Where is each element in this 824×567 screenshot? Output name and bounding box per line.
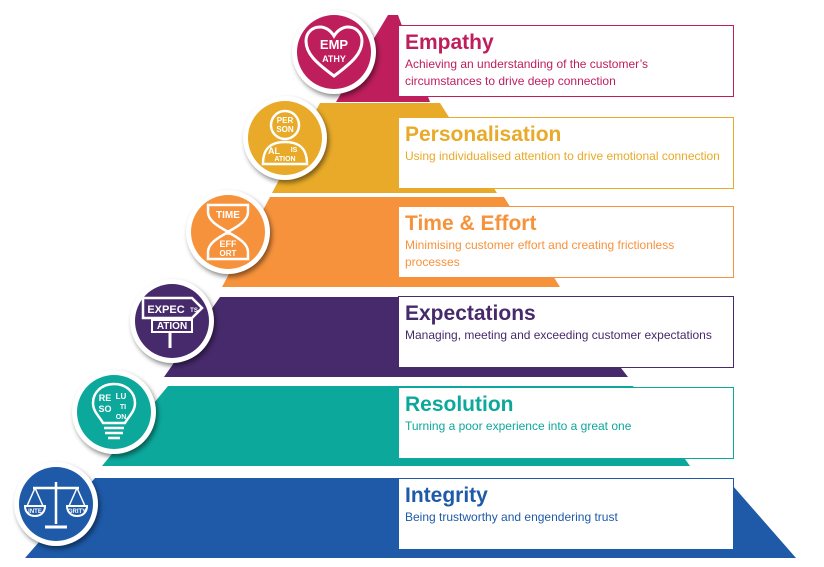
empathy-description: Achieving an understanding of the custom… <box>405 57 649 88</box>
hourglass-icon-text-2: & <box>225 230 230 237</box>
integrity-description: Being trustworthy and engendering trust <box>405 510 618 524</box>
personalisation-card: Personalisation Using individualised att… <box>398 117 734 189</box>
hourglass-icon: TIME & EFF ORT <box>206 203 250 261</box>
person-icon: PER SON AL IS ATION <box>261 109 309 166</box>
lightbulb-icon: RE SO LU TI ON <box>91 382 137 440</box>
integrity-card: Integrity Being trustworthy and engender… <box>398 478 734 550</box>
heart-icon-text-1: EMP <box>320 37 349 52</box>
time-effort-card: Time & Effort Minimising customer effort… <box>398 206 734 278</box>
signpost-icon: EXPEC TS ATION <box>141 296 204 348</box>
lightbulb-icon-text-5: ON <box>116 414 127 421</box>
empathy-card: Empathy Achieving an understanding of th… <box>398 25 734 97</box>
resolution-card: Resolution Turning a poor experience int… <box>398 387 734 459</box>
lightbulb-icon-text-4: TI <box>120 404 126 411</box>
resolution-title: Resolution <box>405 393 514 416</box>
empathy-title: Empathy <box>405 31 494 54</box>
person-icon-text-3: AL <box>268 146 280 156</box>
heart-icon-text-2: ATHY <box>322 54 346 64</box>
signpost-icon-text-2: TS <box>190 308 198 314</box>
empathy-badge: EMP ATHY <box>292 10 376 94</box>
integrity-badge: INTE GRITY <box>14 462 98 546</box>
hourglass-icon-text-1: TIME <box>216 210 240 221</box>
empathy-badge-inner: EMP ATHY <box>297 15 371 89</box>
lightbulb-icon-text-1: RE <box>99 393 112 403</box>
expectations-title: Expectations <box>405 302 536 325</box>
heart-icon: EMP ATHY <box>304 25 364 78</box>
personalisation-title: Personalisation <box>405 123 562 146</box>
lightbulb-icon-text-3: LU <box>116 392 127 401</box>
integrity-badge-inner: INTE GRITY <box>19 467 93 541</box>
expectations-badge: EXPEC TS ATION <box>130 279 214 363</box>
time-effort-badge-inner: TIME & EFF ORT <box>191 195 265 269</box>
resolution-badge: RE SO LU TI ON <box>72 370 156 454</box>
scales-icon-text-1: INTE <box>28 509 42 515</box>
signpost-icon-text-3: ATION <box>157 321 187 332</box>
scales-icon: INTE GRITY <box>23 482 89 529</box>
person-icon-text-5: ATION <box>274 156 295 163</box>
person-icon-text-1: PER <box>277 116 294 125</box>
expectations-badge-inner: EXPEC TS ATION <box>135 284 209 358</box>
personalisation-badge: PER SON AL IS ATION <box>243 96 327 180</box>
time-effort-badge: TIME & EFF ORT <box>186 190 270 274</box>
expectations-description: Managing, meeting and exceeding customer… <box>405 328 712 342</box>
time-effort-description: Minimising customer effort and creating … <box>405 238 675 269</box>
lightbulb-icon-text-2: SO <box>98 404 111 414</box>
resolution-badge-inner: RE SO LU TI ON <box>77 375 151 449</box>
hourglass-icon-text-4: ORT <box>220 249 237 258</box>
personalisation-description: Using individualised attention to drive … <box>405 149 720 163</box>
signpost-icon-text-1: EXPEC <box>147 304 184 316</box>
hourglass-icon-text-3: EFF <box>220 239 238 249</box>
time-effort-title: Time & Effort <box>405 212 537 235</box>
integrity-title: Integrity <box>405 484 488 507</box>
person-icon-text-2: SON <box>276 125 294 134</box>
person-icon-text-4: IS <box>291 147 298 154</box>
scales-icon-text-2: GRITY <box>68 509 86 515</box>
expectations-card: Expectations Managing, meeting and excee… <box>398 296 734 368</box>
personalisation-badge-inner: PER SON AL IS ATION <box>248 101 322 175</box>
resolution-description: Turning a poor experience into a great o… <box>405 419 632 433</box>
